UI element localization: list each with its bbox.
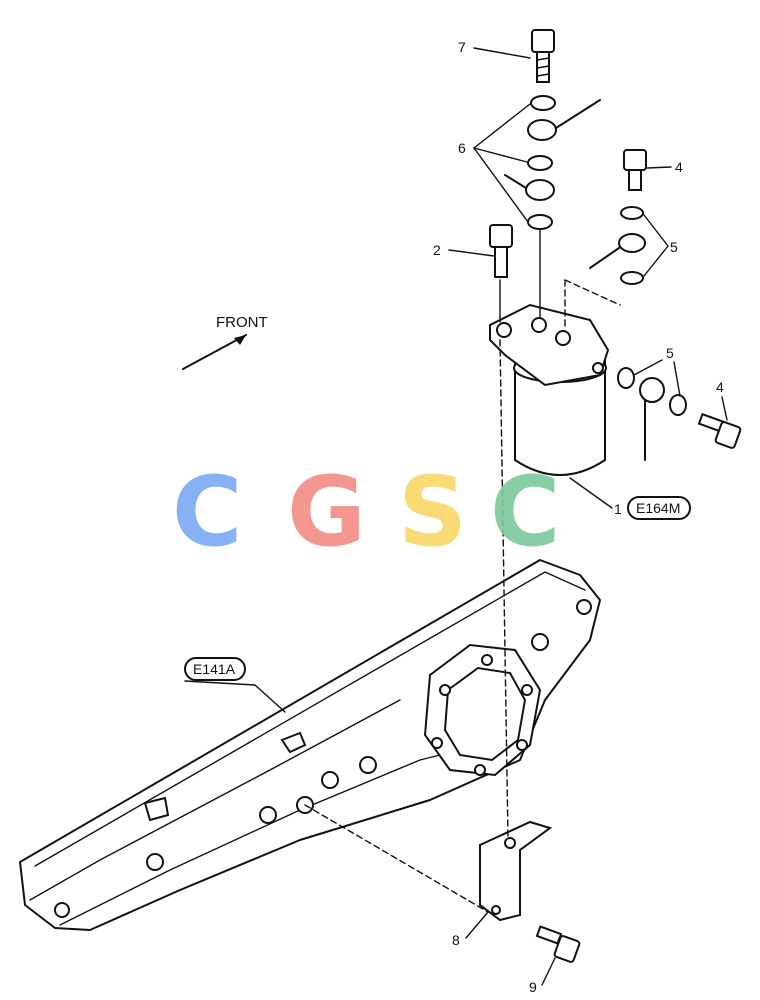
intake-manifold	[19, 559, 601, 931]
banjo-bolt-7	[531, 29, 555, 83]
callout-5-side: 5	[666, 345, 674, 361]
callouts: 7 6 2 4 5 5 4 1 E164M E141A 8 9	[184, 39, 728, 995]
callout-2: 2	[433, 242, 441, 258]
washers-5-top	[589, 206, 646, 285]
watermark-letter-2: G	[287, 456, 366, 568]
bolt-2	[489, 224, 513, 278]
callout-4-side: 4	[716, 379, 724, 395]
fuel-filter-assembly	[489, 303, 610, 476]
callout-7: 7	[458, 39, 466, 55]
bracket-8	[479, 820, 553, 922]
callout-5-top: 5	[670, 239, 678, 255]
callout-1: 1	[614, 501, 622, 517]
front-indicator: FRONT	[182, 314, 268, 370]
side-fitting	[617, 367, 742, 461]
callout-8: 8	[452, 932, 460, 948]
bolt-4-top	[623, 149, 647, 191]
washers-6	[504, 95, 601, 230]
watermark-letter-4: C	[490, 456, 560, 568]
watermark-letter-3: S	[398, 456, 467, 568]
ref-manifold-label: E141A	[193, 661, 236, 677]
callout-6: 6	[458, 140, 466, 156]
front-label: FRONT	[216, 314, 268, 331]
cgsc-watermark: C G S C	[172, 456, 560, 568]
assembly-lines	[304, 229, 621, 913]
bolt-9	[535, 925, 581, 963]
callout-9: 9	[529, 979, 537, 995]
watermark-letter-1: C	[172, 456, 242, 568]
callout-4-top: 4	[675, 159, 683, 175]
ref-filter-label: E164M	[636, 500, 680, 516]
